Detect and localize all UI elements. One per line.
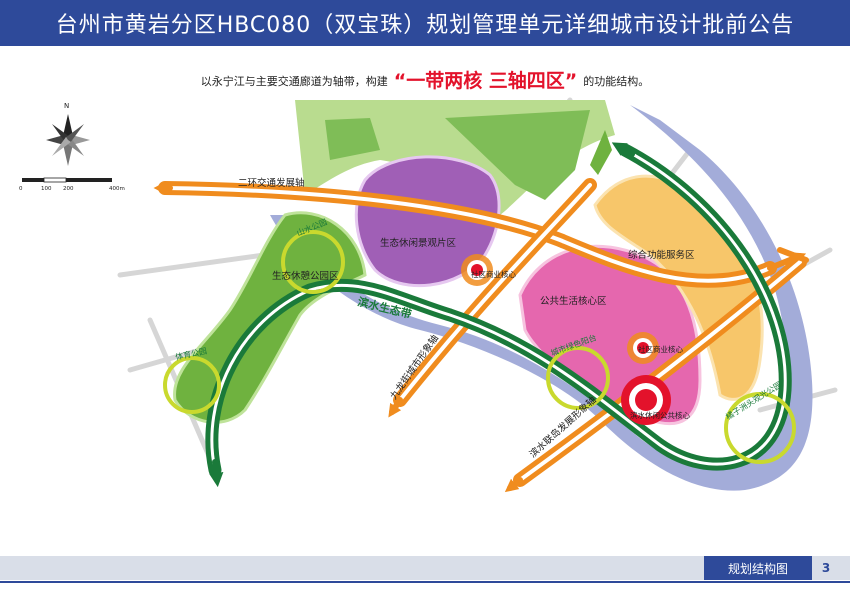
intro-highlight: “一带两核 三轴四区” [393, 70, 578, 92]
core-waterfront [621, 375, 671, 425]
core-community-2 [627, 332, 659, 364]
belt-waterfront [205, 142, 792, 488]
zone-eco-leisure [354, 155, 501, 288]
page-number: 3 [821, 561, 831, 575]
scale-bar [22, 177, 112, 183]
label-eco-park: 生态休憩公园区 [272, 270, 339, 282]
label-comprehensive: 综合功能服务区 [628, 249, 695, 261]
park-ring-zhouzi [724, 392, 796, 464]
label-core-waterfront: 滨水休闲公共核心 [630, 410, 690, 420]
core-community-1 [461, 254, 493, 286]
axis-jiulong [388, 178, 597, 418]
page-header: 台州市黄岩分区HBC080（双宝珠）规划管理单元详细城市设计批前公告 [0, 0, 850, 46]
label-core-community-1: 社区商业核心 [471, 269, 516, 279]
label-core-community-2: 社区商业核心 [638, 344, 683, 354]
label-public-core: 公共生活核心区 [540, 295, 607, 307]
intro-prefix: 以永宁江与主要交通廊道为轴带，构建 [200, 75, 388, 88]
label-axis-ring: 二环交通发展轴 [238, 177, 305, 189]
compass-icon [46, 114, 90, 166]
scale-label-100: 100 [41, 186, 52, 192]
page-footer: 规划结构图 3 [0, 556, 850, 580]
intro-suffix: 的功能结构。 [583, 75, 650, 88]
intro-text: 以永宁江与主要交通廊道为轴带，构建 “一带两核 三轴四区” 的功能结构。 [0, 66, 850, 93]
park-ring-city-green [546, 346, 610, 410]
compass-north: N [64, 102, 69, 110]
park-rings [163, 230, 796, 464]
footer-line [0, 581, 850, 583]
scale-label-0: 0 [19, 186, 23, 192]
zone-green-nub [590, 130, 612, 175]
zone-green-north-dark [325, 110, 590, 200]
page-title: 台州市黄岩分区HBC080（双宝珠）规划管理单元详细城市设计批前公告 [55, 13, 795, 38]
park-ring-sports [163, 356, 221, 414]
scale-label-400: 400m [109, 186, 125, 192]
footer-label: 规划结构图 [704, 556, 812, 580]
structure-map: N 0 100 200 400m 生态休闲景观片区 生态休憩公园区 公共生活核心… [19, 97, 838, 493]
park-ring-shanshui [281, 230, 345, 294]
scale-label-200: 200 [63, 186, 74, 192]
label-eco-leisure: 生态休闲景观片区 [380, 237, 457, 249]
